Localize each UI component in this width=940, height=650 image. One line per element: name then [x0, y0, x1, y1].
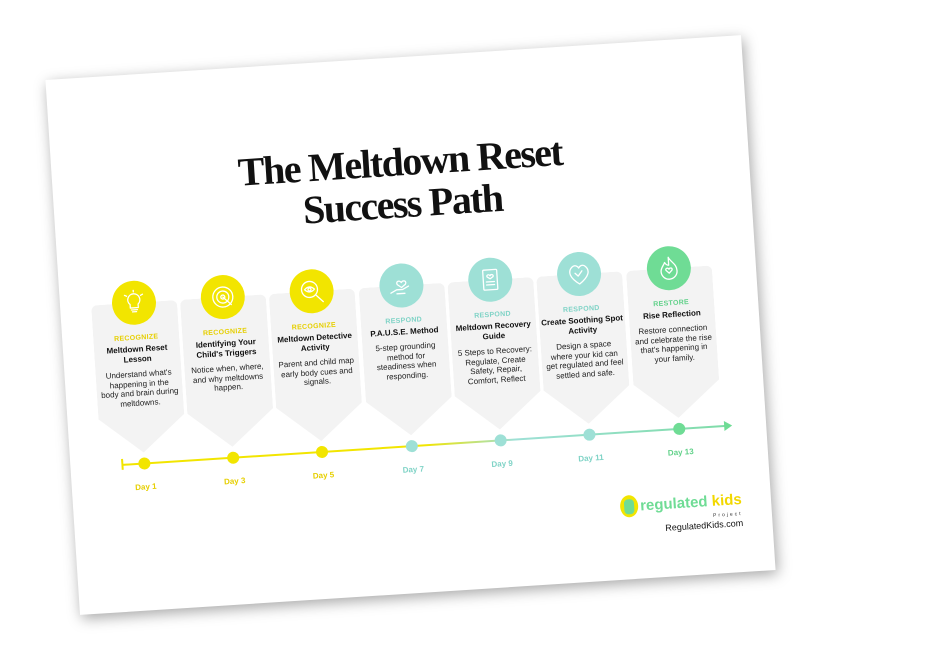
card-content: RECOGNIZE Meltdown Reset Lesson Understa… [95, 331, 182, 410]
step-title: Identifying Your Child's Triggers [195, 337, 257, 360]
timeline-dot [405, 439, 419, 453]
step-phase: RECOGNIZE [202, 327, 248, 338]
card-content: RESPOND P.A.U.S.E. Method 5-step groundi… [363, 314, 449, 383]
flame-heart-icon [645, 244, 693, 292]
step-description: 5 Steps to Recovery: Regulate, Create Sa… [457, 344, 533, 386]
timeline-dot [494, 434, 508, 447]
step-description: Design a space where your kid can get re… [545, 339, 624, 381]
day-label: Day 7 [402, 464, 425, 475]
path-step-card: RESPOND Create Soothing Spot Activity De… [536, 250, 632, 426]
step-phase: RESTORE [653, 298, 690, 309]
timeline-dot [583, 428, 596, 442]
path-step-card: RECOGNIZE Identifying Your Child's Trigg… [180, 273, 276, 449]
heart-hands-icon [555, 250, 603, 298]
step-title: Meltdown Detective Activity [277, 330, 353, 354]
card-content: RECOGNIZE Identifying Your Child's Trigg… [184, 325, 270, 395]
path-step-card: RESPOND P.A.U.S.E. Method 5-step groundi… [359, 262, 455, 438]
day-label: Day 5 [312, 470, 335, 481]
step-phase: RESPOND [385, 316, 423, 326]
path-step-card: RESPOND Meltdown Recovery Guide 5 Steps … [447, 256, 543, 432]
path-step-card: RESTORE Rise Reflection Restore connecti… [626, 244, 722, 420]
step-title: Meltdown Reset Lesson [106, 342, 168, 365]
day-label: Day 1 [134, 481, 157, 493]
step-description: Restore connection and celebrate the ris… [634, 322, 713, 364]
timeline-dot [226, 451, 240, 465]
lightbulb-icon [110, 279, 158, 327]
day-label: Day 3 [223, 475, 246, 487]
step-phase: RESPOND [473, 310, 512, 320]
step-title: Rise Reflection [642, 308, 701, 321]
day-label: Day 11 [578, 452, 604, 464]
target-icon [199, 273, 247, 321]
day-label: Day 13 [667, 447, 694, 458]
logo-mascot-icon [619, 494, 639, 518]
scroll-heart-icon [466, 256, 514, 304]
card-content: RESTORE Rise Reflection Restore connecti… [630, 296, 716, 365]
timeline-dot [315, 445, 329, 459]
step-description: Understand what's happening in the body … [100, 367, 179, 409]
logo-word-kids: kids [711, 490, 743, 510]
step-phase: RESPOND [562, 304, 600, 315]
step-description: 5-step grounding method for steadiness w… [375, 340, 437, 382]
timeline-dot [672, 422, 686, 436]
card-content: RECOGNIZE Meltdown Detective Activity Pa… [273, 320, 359, 390]
brand-block: regulated kids Project RegulatedKids.com [619, 488, 743, 537]
website-url: RegulatedKids.com [664, 517, 744, 533]
timeline-dot [138, 457, 151, 470]
step-title: Meltdown Recovery Guide [455, 319, 532, 342]
card-content: RESPOND Create Soothing Spot Activity De… [540, 302, 627, 381]
step-phase: RECOGNIZE [113, 333, 159, 344]
card-content: RESPOND Meltdown Recovery Guide 5 Steps … [451, 308, 538, 387]
step-description: Notice when, where, and why meltdowns ha… [190, 361, 264, 393]
document-page: The Meltdown Reset Success Path RECOGNIZ… [45, 35, 776, 615]
logo-word-regulated: regulated [639, 492, 709, 515]
path-step-card: RECOGNIZE Meltdown Reset Lesson Understa… [91, 279, 187, 455]
step-description: Parent and child map early body cues and… [278, 355, 355, 387]
hand-heart-icon [378, 262, 425, 309]
step-title: Create Soothing Spot Activity [540, 313, 624, 336]
step-phase: RECOGNIZE [291, 321, 337, 332]
day-label: Day 9 [491, 458, 514, 470]
step-title: P.A.U.S.E. Method [370, 325, 439, 339]
timeline-arrow-icon [723, 420, 733, 431]
path-step-card: RECOGNIZE Meltdown Detective Activity Pa… [269, 267, 365, 444]
magnifier-eye-icon [288, 267, 335, 315]
